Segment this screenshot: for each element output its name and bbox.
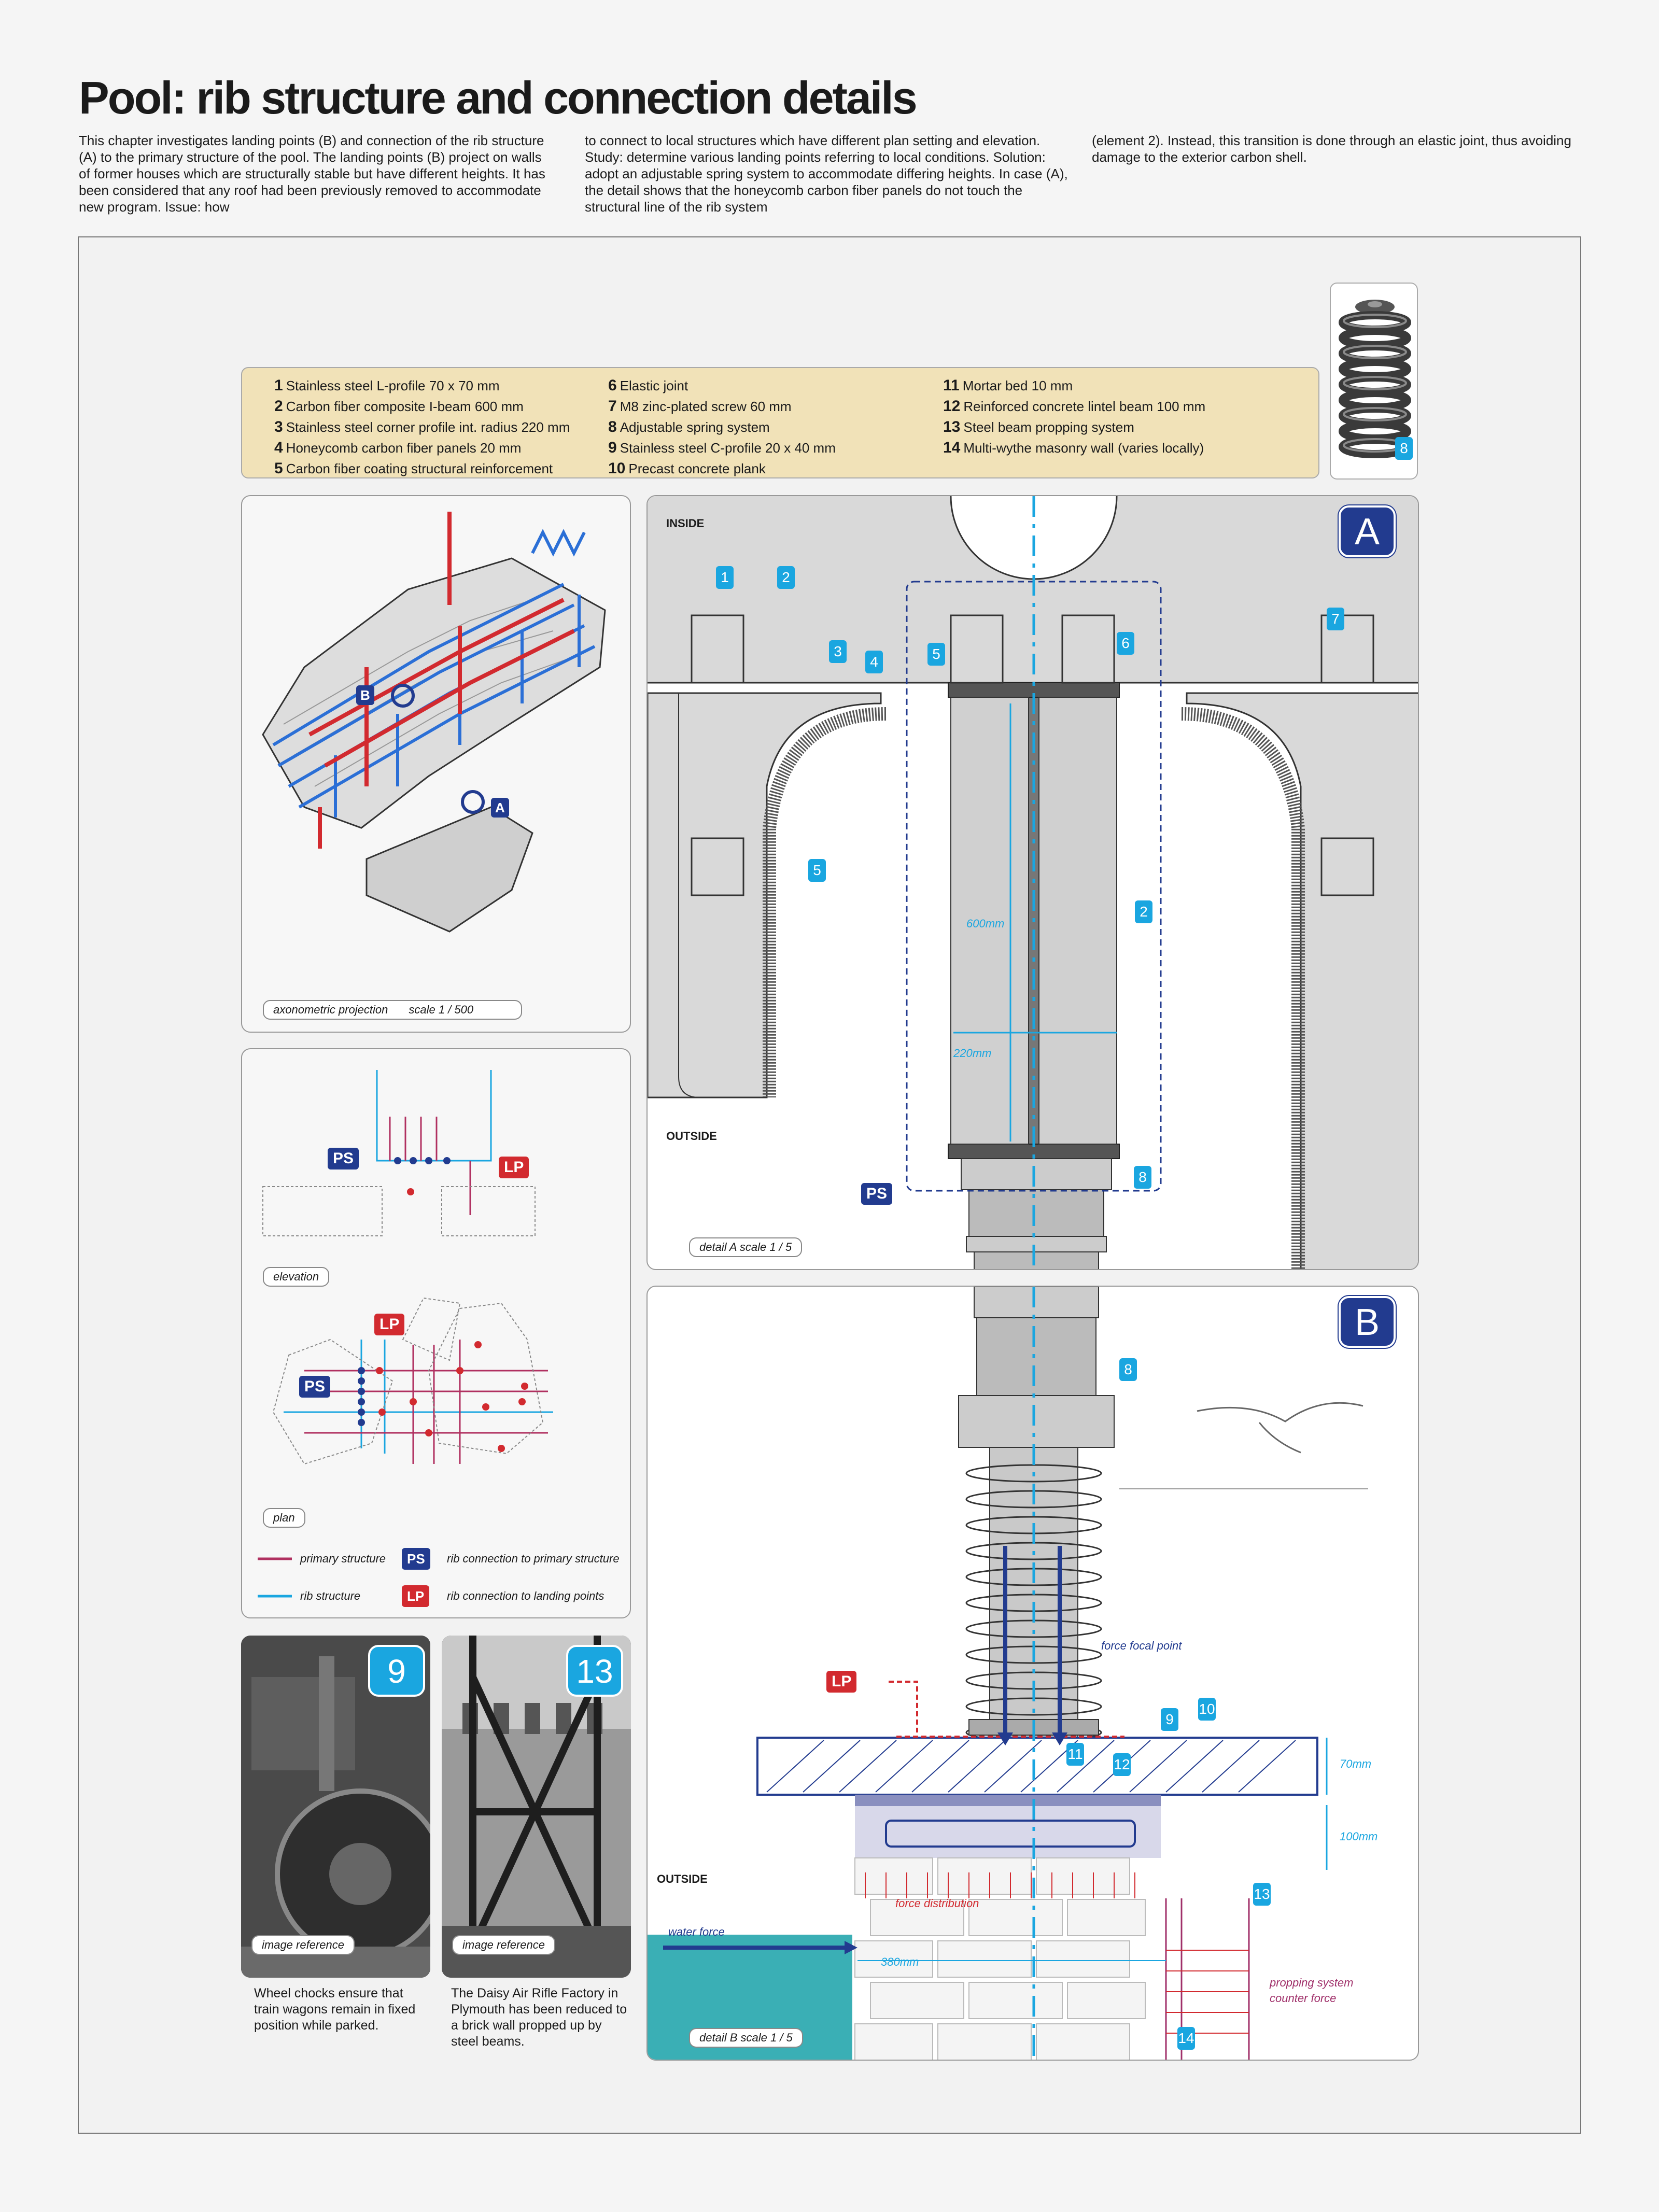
detail-a-tag: A bbox=[1339, 505, 1396, 557]
badge-10: 10 bbox=[1198, 1698, 1216, 1721]
axo-label-b: B bbox=[356, 685, 374, 705]
detail-a-drawing bbox=[648, 496, 1418, 1269]
intro-column-3: (element 2). Instead, this transition is… bbox=[1092, 133, 1571, 165]
dim-100: 100mm bbox=[1340, 1830, 1378, 1843]
detail-b-caption: detail B scale 1 / 5 bbox=[689, 2028, 803, 2048]
detail-a-panel: A INSIDE OUTSIDE 600mm 220mm PS 1 2 3 4 … bbox=[646, 495, 1419, 1270]
plan-caption: plan bbox=[263, 1508, 305, 1528]
badge-8b: 8 bbox=[1119, 1358, 1137, 1381]
badge-1: 1 bbox=[716, 566, 734, 589]
elevation-plan-drawing bbox=[258, 1070, 553, 1598]
photo-caption-13: image reference bbox=[452, 1935, 555, 1955]
detail-b-drawing bbox=[648, 1287, 1368, 2060]
water-force-label: water force bbox=[668, 1925, 725, 1938]
outside-label-b: OUTSIDE bbox=[657, 1872, 708, 1885]
propping-label-2: counter force bbox=[1270, 1992, 1337, 2005]
lp-tag-elevation: LP bbox=[499, 1157, 529, 1178]
ps-tag-plan: PS bbox=[299, 1376, 331, 1398]
key-lp-tag: LP bbox=[402, 1585, 430, 1607]
inside-label: INSIDE bbox=[666, 517, 705, 530]
key-primary-structure: primary structure bbox=[300, 1552, 386, 1565]
photo-text-13: The Daisy Air Rifle Factory in Plymouth … bbox=[451, 1986, 627, 2049]
detail-b-tag: B bbox=[1339, 1296, 1396, 1348]
dim-70: 70mm bbox=[1340, 1757, 1372, 1770]
elevation-caption: elevation bbox=[263, 1267, 330, 1287]
photo-text-9: Wheel chocks ensure that train wagons re… bbox=[254, 1986, 416, 2033]
photo-badge-13: 13 bbox=[566, 1645, 623, 1697]
badge-12: 12 bbox=[1113, 1753, 1131, 1776]
badge-13: 13 bbox=[1253, 1883, 1271, 1906]
badge-8a: 8 bbox=[1134, 1166, 1151, 1189]
badge-9: 9 bbox=[1161, 1708, 1178, 1731]
badge-11: 11 bbox=[1066, 1743, 1084, 1766]
key-rib-connection-landing: rib connection to landing points bbox=[447, 1589, 604, 1602]
force-distribution-label: force distribution bbox=[895, 1897, 979, 1910]
axo-label-a: A bbox=[491, 798, 509, 818]
axonometric-drawing bbox=[262, 512, 606, 933]
dim-600: 600mm bbox=[966, 917, 1005, 930]
photo-wheel-chock: 9 image reference bbox=[241, 1636, 430, 1978]
badge-2: 2 bbox=[777, 566, 795, 589]
photo-caption-9: image reference bbox=[251, 1935, 355, 1955]
dim-380: 380mm bbox=[881, 1955, 919, 1968]
photo-daisy-factory: 13 image reference bbox=[442, 1636, 631, 1978]
spring-image: 8 bbox=[1330, 283, 1418, 480]
spring-icon bbox=[1339, 300, 1411, 458]
badge-14: 14 bbox=[1177, 2027, 1195, 2050]
lp-tag-plan: LP bbox=[374, 1314, 405, 1335]
badge-3: 3 bbox=[829, 640, 847, 663]
detail-a-caption: detail A scale 1 / 5 bbox=[689, 1237, 803, 1257]
propping-label-1: propping system bbox=[1270, 1976, 1354, 1989]
dim-220: 220mm bbox=[953, 1047, 992, 1060]
force-focal-label: force focal point bbox=[1101, 1639, 1182, 1652]
detail-b-lp-tag: LP bbox=[826, 1671, 857, 1693]
badge-5: 5 bbox=[927, 643, 945, 666]
key-rib-connection-primary: rib connection to primary structure bbox=[447, 1552, 620, 1565]
badge-7: 7 bbox=[1327, 608, 1344, 630]
train-wheel-image bbox=[241, 1636, 430, 1978]
key-ps-tag: PS bbox=[402, 1548, 430, 1570]
page-title: Pool: rib structure and connection detai… bbox=[79, 72, 918, 123]
detail-a-ps-tag: PS bbox=[861, 1183, 893, 1205]
outside-label-a: OUTSIDE bbox=[666, 1130, 717, 1143]
key-rib-structure: rib structure bbox=[300, 1589, 361, 1602]
badge-2b: 2 bbox=[1135, 900, 1152, 923]
badge-4: 4 bbox=[865, 651, 883, 673]
ps-tag-elevation: PS bbox=[328, 1148, 359, 1170]
structure-diagram-panel: PS LP elevation LP PS plan primary struc… bbox=[241, 1048, 631, 1618]
badge-5b: 5 bbox=[808, 859, 826, 882]
detail-b-panel: B OUTSIDE force focal point force distri… bbox=[646, 1286, 1419, 2061]
badge-6: 6 bbox=[1117, 632, 1134, 655]
intro-column-2: to connect to local structures which hav… bbox=[585, 133, 1068, 215]
intro-column-1: This chapter investigates landing points… bbox=[79, 133, 545, 215]
photo-badge-9: 9 bbox=[368, 1645, 425, 1697]
spring-badge: 8 bbox=[1395, 437, 1413, 460]
